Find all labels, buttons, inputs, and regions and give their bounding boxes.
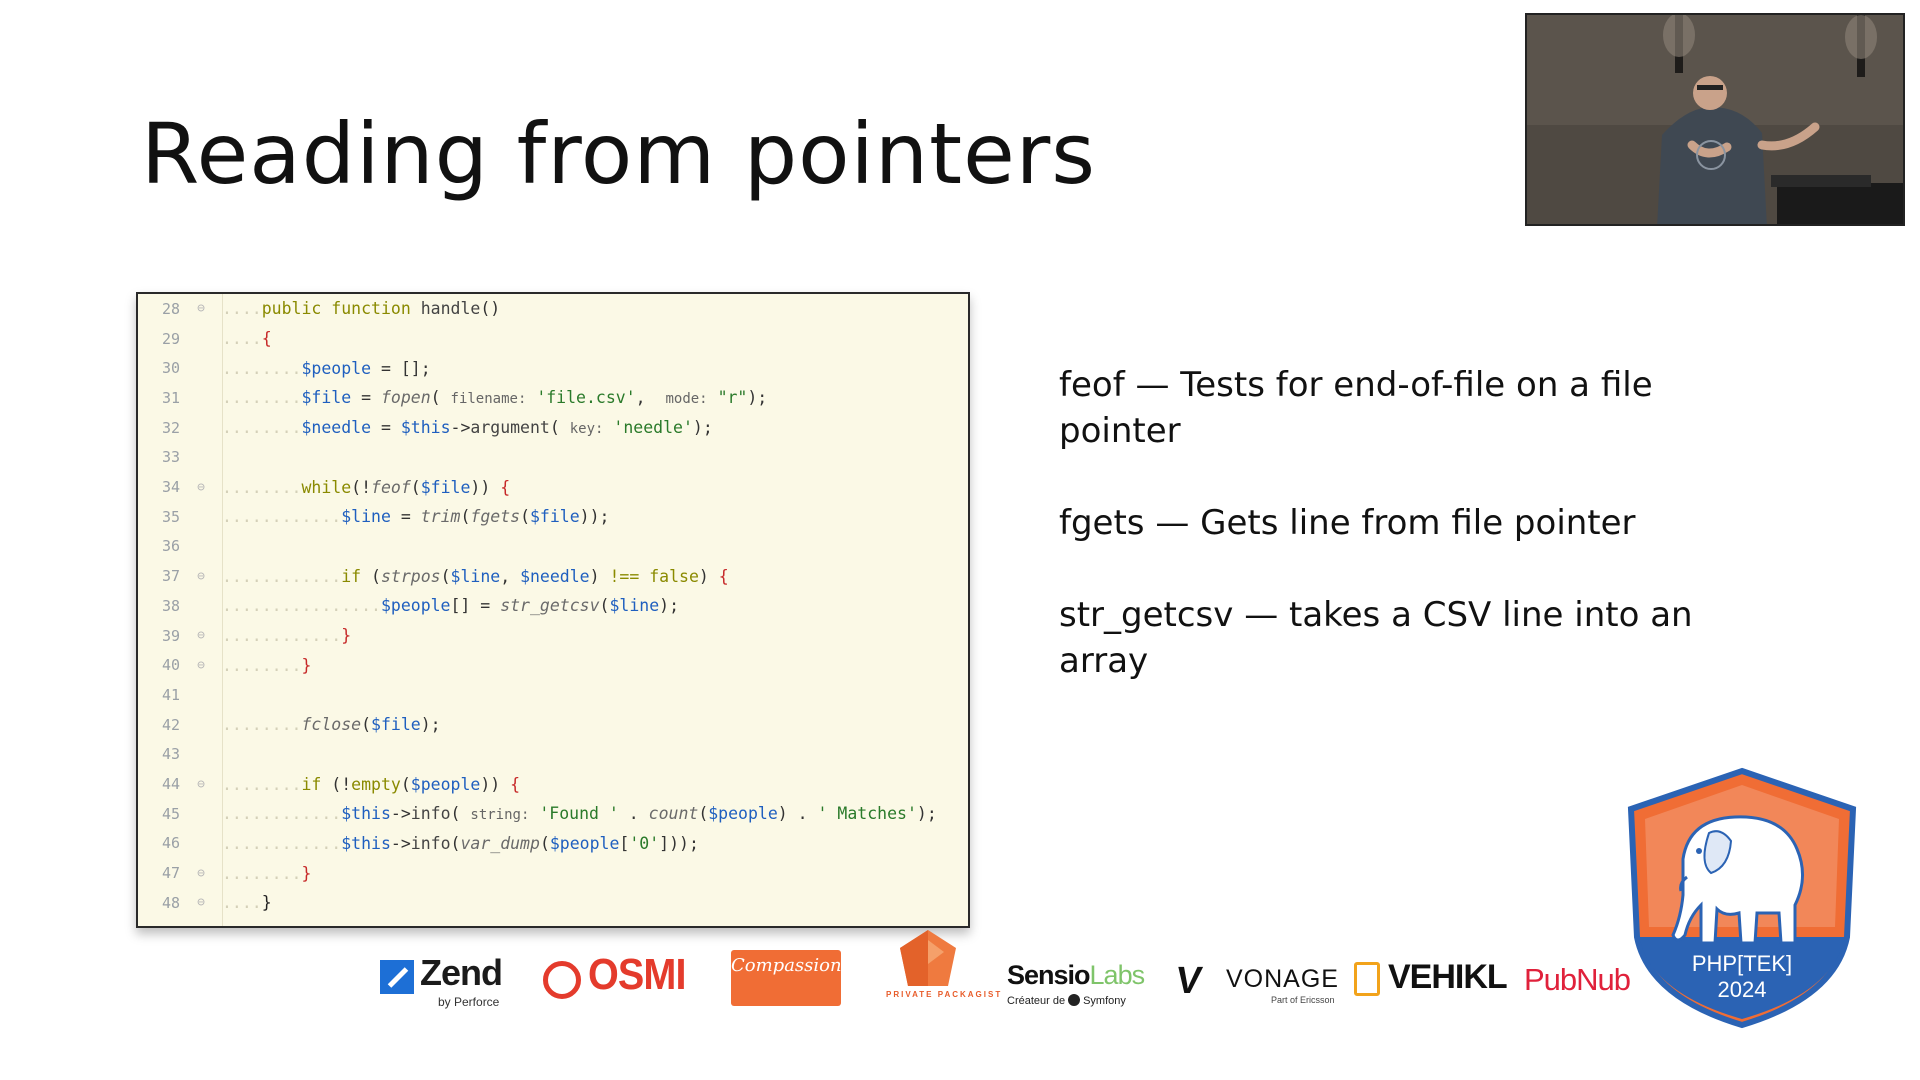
code-line: 30........$people = [];: [161, 358, 431, 378]
code-line: 41: [161, 685, 180, 704]
slide-title: Reading from pointers: [141, 105, 1097, 203]
code-line: 33: [161, 448, 180, 467]
code-line: 47⊖........}: [161, 863, 312, 883]
sponsor-osmi-logo: OSMI: [543, 948, 687, 1008]
badge-year: 2024: [1718, 977, 1767, 1002]
badge-name: PHP[TEK]: [1692, 951, 1792, 976]
sponsor-vehikl-logo: VEHIKL: [1354, 940, 1508, 1010]
code-line: 48⊖....}: [161, 893, 272, 913]
bullet-list: feof — Tests for end-of-file on a file p…: [1059, 362, 1759, 730]
bullet-fgets: fgets — Gets line from file pointer: [1059, 503, 1636, 543]
code-line: 42........fclose($file);: [161, 715, 441, 735]
code-line: 40⊖........}: [161, 655, 312, 675]
code-line: 35............$line = trim(fgets($file))…: [161, 507, 610, 527]
code-line: 36: [161, 537, 180, 556]
symfony-icon: [1068, 994, 1081, 1006]
vonage-icon: V: [1173, 960, 1205, 1002]
sponsor-private-packagist-logo: PRIVATE PACKAGIST: [886, 930, 1000, 1020]
code-line: 32........$needle = $this->argument( key…: [161, 418, 713, 438]
bullet-feof: feof — Tests for end-of-file on a file p…: [1059, 365, 1653, 451]
code-line: 38................$people[] = str_getcsv…: [161, 596, 680, 616]
code-line: 44⊖........if (!empty($people)) {: [161, 774, 521, 794]
bullet-str-getcsv: str_getcsv — takes a CSV line into an ar…: [1059, 595, 1693, 681]
code-line: 39⊖............}: [161, 626, 352, 646]
zend-icon: [380, 960, 414, 994]
code-screenshot: 28⊖....public function handle() 29....{ …: [136, 292, 970, 928]
code-line: 45............$this->info( string: 'Foun…: [161, 804, 937, 824]
code-line: 46............$this->info(var_dump($peop…: [161, 833, 699, 853]
sponsor-vonage-logo: V VONAGE Part of Ericsson: [1173, 960, 1339, 1005]
code-line: 29....{: [161, 329, 272, 349]
code-line: 31........$file = fopen( filename: 'file…: [161, 388, 768, 408]
osmi-icon: [543, 961, 581, 999]
sponsor-zend-logo: Zend by Perforce: [380, 950, 515, 1010]
elephant-icon: [1671, 815, 1804, 945]
php-tek-badge: PHP[TEK] 2024: [1627, 767, 1857, 1029]
code-line: 28⊖....public function handle(): [161, 299, 501, 319]
code-line: 43: [161, 745, 180, 764]
code-line: 37⊖............if (strpos($line, $needle…: [161, 566, 729, 586]
sponsor-pubnub-logo: PubNub: [1524, 962, 1631, 997]
packagist-icon: [900, 930, 956, 986]
speaker-video-frame: [1527, 15, 1903, 224]
speaker-webcam: [1525, 13, 1905, 226]
code-line: 34⊖........while(!feof($file)) {: [161, 477, 511, 497]
sponsor-compassionate-coding-logo: Compassionate Coding: [731, 943, 941, 1007]
vehikl-icon: [1354, 962, 1380, 996]
